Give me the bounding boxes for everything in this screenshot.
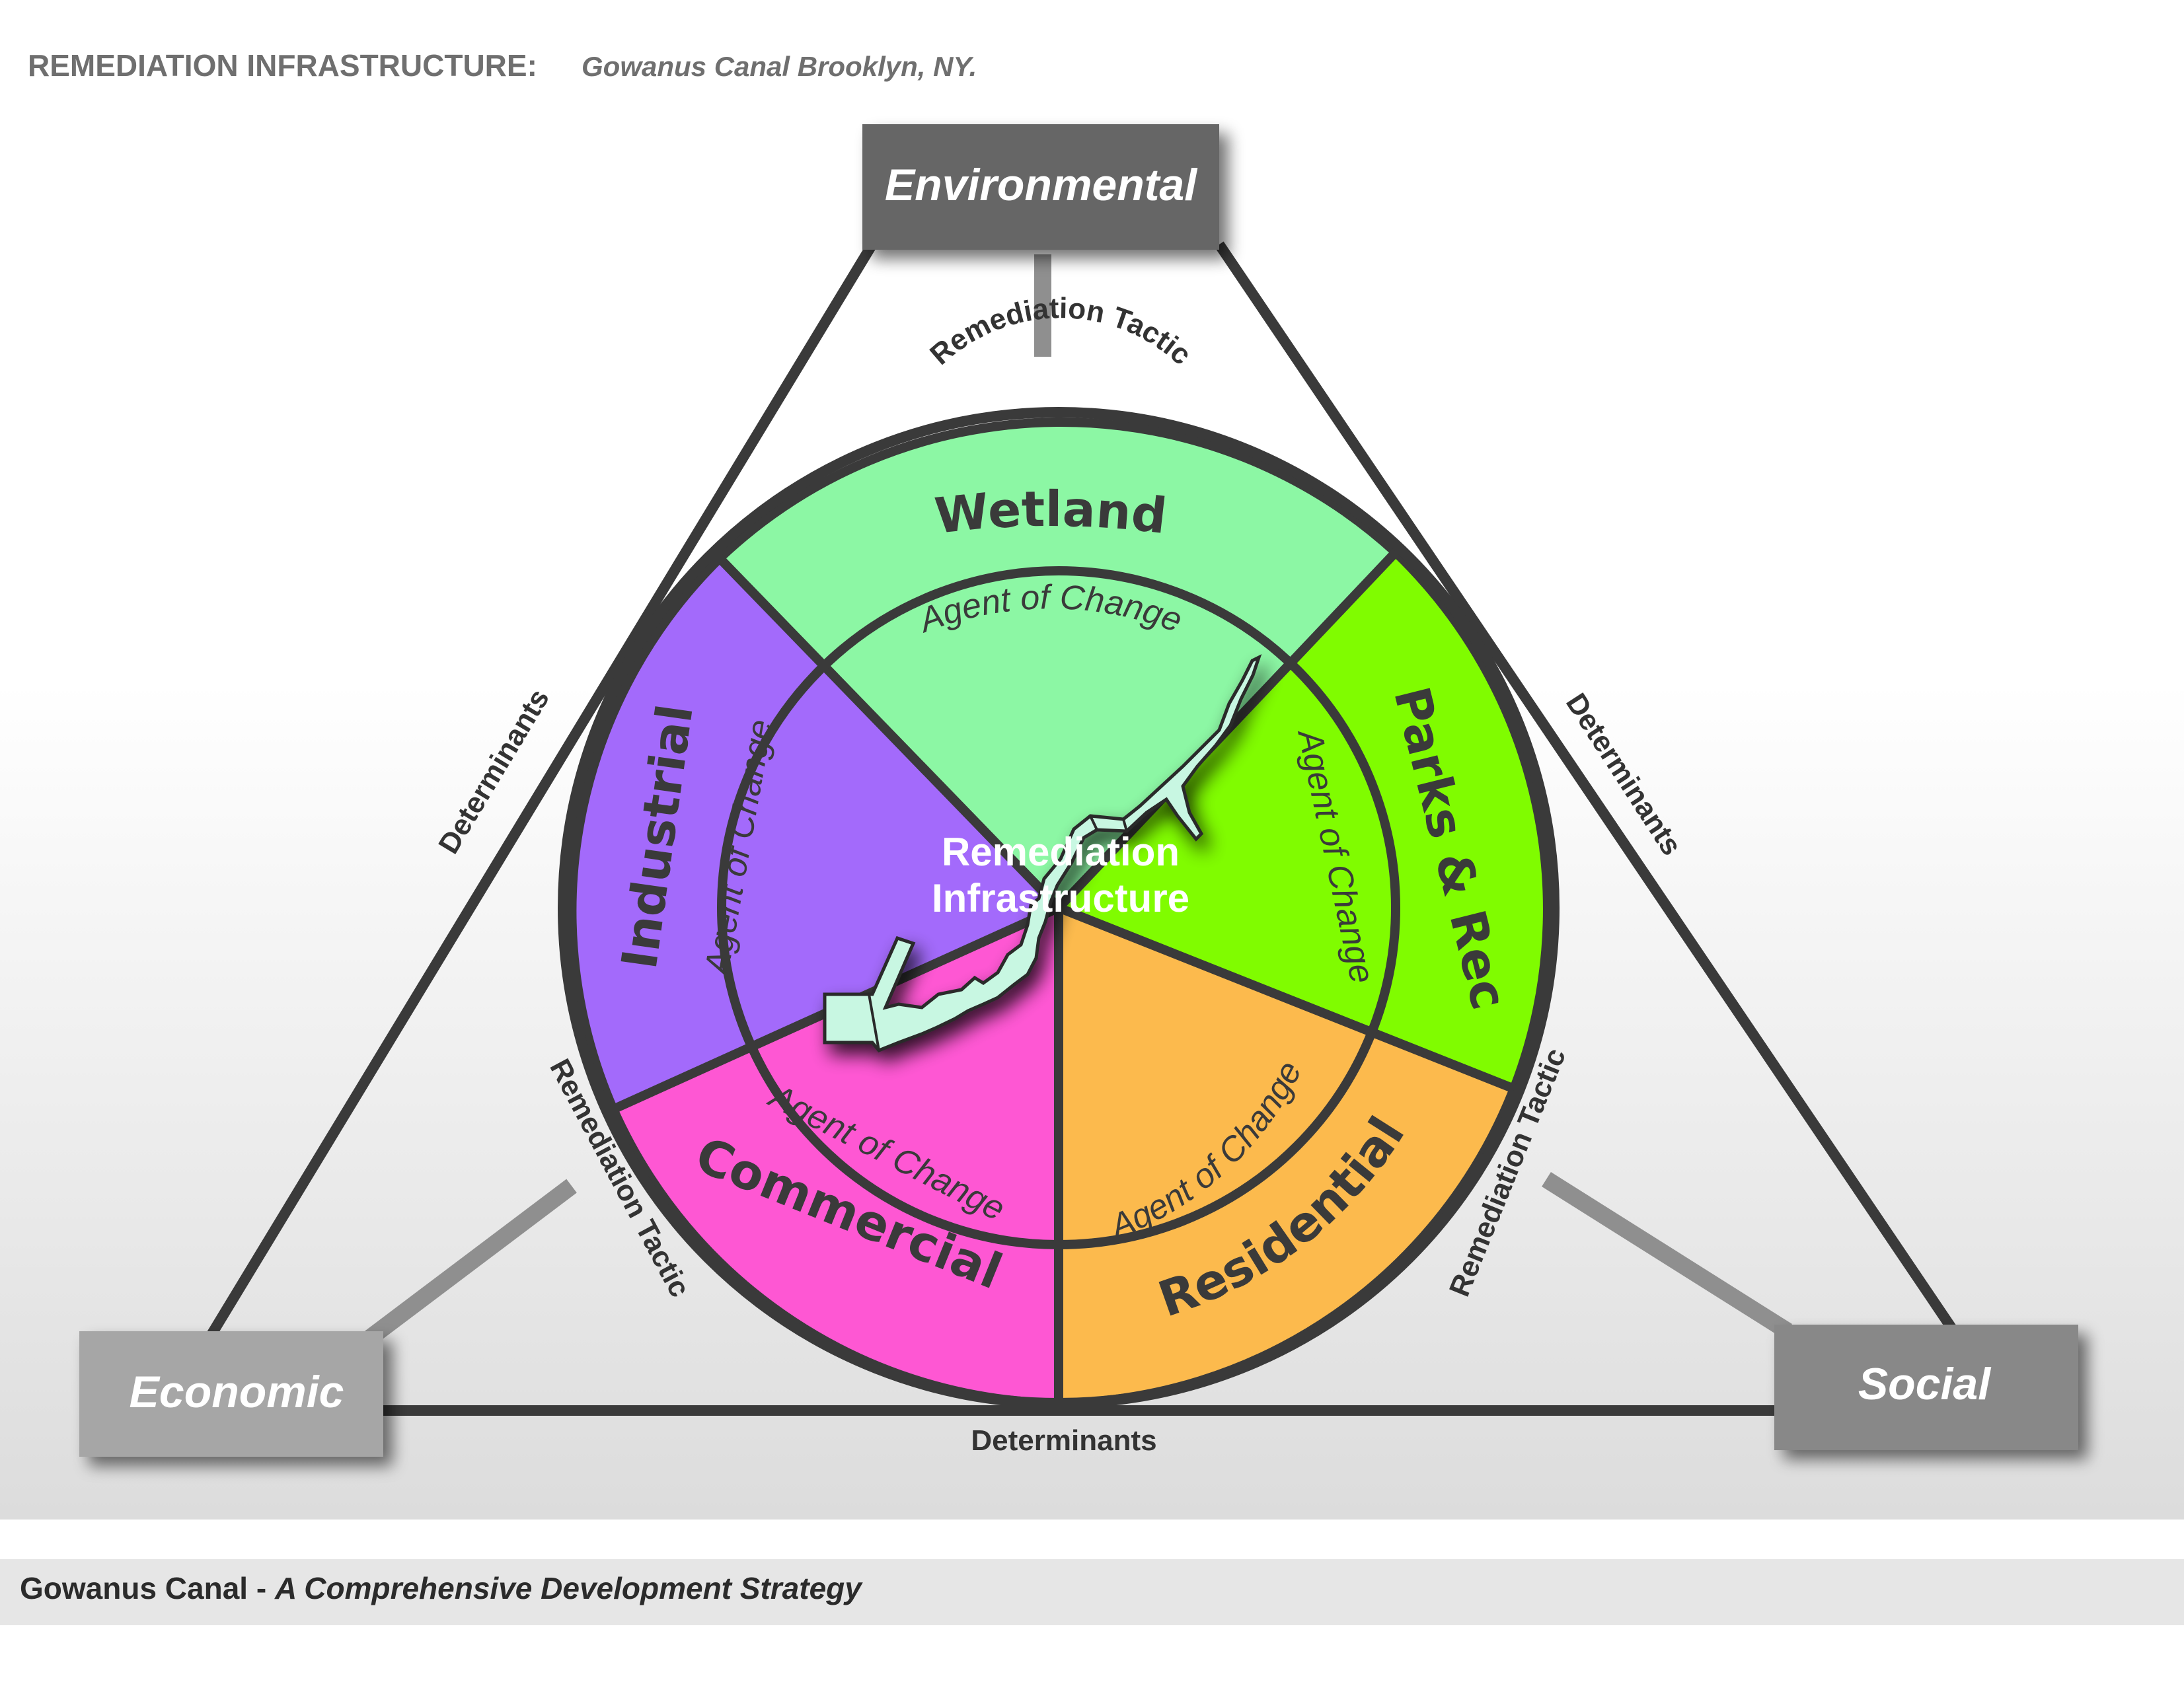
node-environmental: Environmental [862, 124, 1219, 250]
connector-economic [365, 1179, 577, 1345]
node-label-social: Social [1858, 1359, 1992, 1409]
edge-label-determinants-bottom: Determinants [971, 1424, 1156, 1457]
inner-ring [717, 566, 1400, 1249]
header-title: REMEDIATION INFRASTRUCTURE: [28, 48, 537, 83]
footer-title: Gowanus Canal - [20, 1571, 275, 1605]
footer-text: Gowanus Canal - A Comprehensive Developm… [20, 1571, 863, 1605]
center-label-line1: Remediation [942, 830, 1180, 874]
connector-social [1542, 1172, 1792, 1338]
edge-left [207, 241, 877, 1338]
footer-subtitle: A Comprehensive Development Strategy [274, 1571, 863, 1605]
outer-ring [558, 407, 1560, 1409]
sector-industrial [567, 554, 1063, 1114]
canal-map-icon [823, 654, 1262, 1052]
node-economic: Economic [79, 1331, 383, 1457]
node-box-economic [79, 1331, 383, 1457]
node-box-environmental [862, 124, 1219, 250]
center-label-line2: Infrastructure [932, 876, 1189, 920]
sector-wetland [715, 418, 1400, 912]
node-label-economic: Economic [130, 1367, 344, 1417]
triangle-edges [207, 241, 1961, 1416]
connector-bars [365, 254, 1792, 1345]
node-box-social [1774, 1325, 2078, 1450]
footer-bar [0, 1559, 2184, 1625]
sector-wheel [558, 407, 1560, 1409]
edge-right [1215, 241, 1961, 1338]
sector-label-wetland: Wetland [932, 481, 1170, 545]
header-subtitle: Gowanus Canal Brooklyn, NY. [582, 51, 977, 82]
node-label-environmental: Environmental [885, 160, 1198, 210]
node-social: Social [1774, 1325, 2078, 1450]
